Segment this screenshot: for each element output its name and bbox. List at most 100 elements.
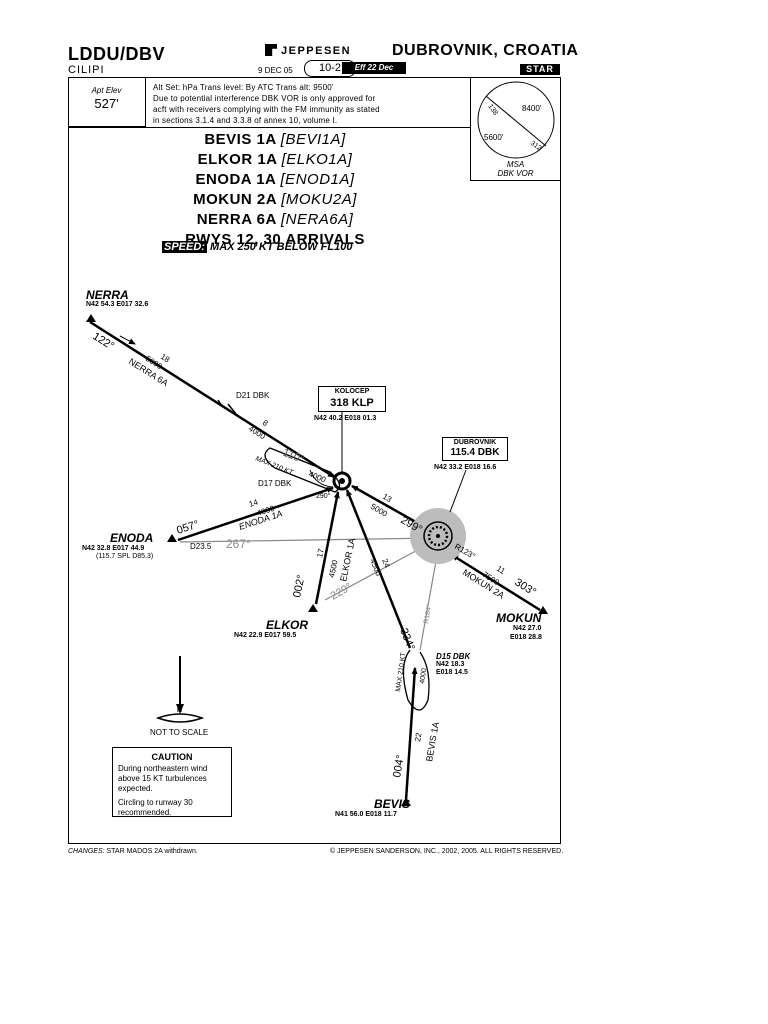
- fix-coord-elkor: N42 22.9 E017 59.5: [234, 632, 297, 639]
- not-to-scale-label: NOT TO SCALE: [150, 728, 209, 737]
- klp-navaid-box: KOLOCEP 318 KLP: [318, 386, 386, 412]
- enoda-fix-icon: [167, 534, 177, 542]
- north-label: N: [177, 707, 182, 714]
- bevis-fix-icon: [401, 798, 411, 806]
- notes-line: Alt Set: hPa Trans level: By ATC Trans a…: [153, 83, 334, 92]
- elkor-bearing-label: 002°: [291, 574, 307, 599]
- changes-text: STAR MADOS 2A withdrawn.: [104, 848, 198, 855]
- caution-line: above 15 KT turbulences: [118, 774, 207, 783]
- bevis-distance-label: 22: [413, 731, 424, 742]
- msa-circle: 138 312 8400' 5600': [477, 81, 555, 159]
- bevis-leg-distance-label: 24: [380, 557, 392, 569]
- fix-name-nerra: NERRA: [86, 288, 129, 302]
- speed-text: MAX 250 KT BELOW FL100: [206, 241, 353, 253]
- fix-coord-mokun-lat: N42 27.0: [513, 625, 542, 632]
- radial-267: [179, 537, 437, 543]
- route-elkor: [314, 491, 340, 605]
- notes-line: in sections 3.1.4 and 3.3.8 of annex 10,…: [153, 116, 338, 125]
- fix-triangles: [86, 314, 548, 806]
- arrival-title: BEVIS 1A [BEVI1A]: [204, 131, 346, 148]
- msa-label: MSA DBK VOR: [470, 160, 561, 178]
- bevis-bearing-label: 004°: [391, 754, 407, 779]
- d15-coord-lon: E018 14.5: [436, 669, 468, 676]
- fix-name-enoda: ENODA: [110, 531, 154, 545]
- hold-inbound-label: 110°: [281, 447, 306, 466]
- chart-frame: [68, 77, 561, 844]
- changes-label: CHANGES:: [68, 848, 105, 855]
- brand-name: JEPPESEN: [281, 45, 352, 57]
- radial-267-label: 267°: [226, 537, 251, 551]
- nerra-arrow: [119, 335, 136, 345]
- d17-hold-arc: [309, 469, 334, 488]
- bevis-route-name: BEVIS 1A: [424, 721, 441, 762]
- elevation-box: Apt Elev 527': [68, 77, 146, 127]
- elevation-label: Apt Elev: [91, 86, 122, 95]
- d15-holding-pattern: [402, 649, 430, 711]
- radial-184-label: R184°: [422, 604, 433, 625]
- msa-label-bottom: DBK VOR: [497, 169, 534, 178]
- route-d15-klp: [345, 489, 412, 649]
- msa-alt-high: 8400': [522, 104, 542, 113]
- klp-coord: N42 40.2 E018 01.3: [314, 415, 377, 422]
- copyright: © JEPPESEN SANDERSON, INC., 2002, 2005. …: [330, 848, 564, 855]
- runways-title: RWYS 12, 30 ARRIVALS: [185, 231, 365, 248]
- radial-229-label: 229°: [329, 581, 355, 603]
- fix-name-mokun: MOKUN: [496, 611, 542, 625]
- dbk-vor-icon: [410, 508, 466, 564]
- msa-sector-line: [485, 95, 547, 147]
- d15-speed-label: MAX 210 KT: [395, 651, 408, 692]
- fix-name-bevis: BEVIS: [374, 797, 411, 811]
- dbk-frequency: 115.4 DBK: [450, 447, 500, 458]
- mokun-distance-label: 11: [495, 564, 507, 576]
- fix-coord-enoda: N42 32.8 E017 44.9: [82, 545, 145, 552]
- arrival-title: ENODA 1A [ENOD1A]: [195, 171, 355, 188]
- notes-line: Due to potential interference DBK VOR is…: [153, 94, 376, 103]
- elevation-value: 527': [94, 96, 119, 111]
- elkor-fix-icon: [308, 604, 318, 612]
- nerra-bearing-label: 122°: [90, 330, 116, 352]
- msa-label-top: MSA: [506, 160, 525, 169]
- caution-line: recommended.: [118, 808, 172, 817]
- speed-tag: SPEED:: [162, 241, 207, 253]
- d21-tick: [227, 403, 237, 415]
- enoda-distance-label: 14: [248, 497, 260, 508]
- fix-name-elkor: ELKOR: [266, 618, 308, 632]
- fix-extra-enoda: (115.7 SPL D85.3): [96, 553, 154, 560]
- notes-divider: [68, 127, 471, 128]
- arrival-title: ELKOR 1A [ELKO1A]: [197, 151, 353, 168]
- caution-box: CAUTION During northeastern wind above 1…: [112, 747, 232, 817]
- d23-label: D23.5: [190, 542, 212, 551]
- chart-type-badge: STAR: [520, 64, 560, 75]
- caution-line: During northeastern wind: [118, 764, 208, 773]
- route-nerra: [89, 320, 335, 479]
- caution-title: CAUTION: [151, 752, 193, 762]
- arrival-title: NERRA 6A [NERA6A]: [196, 211, 354, 228]
- d21-label: D21 DBK: [236, 391, 270, 400]
- fix-coord-bevis: N41 56.0 E018 11.7: [335, 811, 397, 818]
- d15-coord-lat: N42 18.3: [436, 661, 465, 668]
- radial-184: [419, 549, 439, 651]
- hold-outbound-label: 290°: [316, 492, 331, 500]
- arrival-titles: BEVIS 1A [BEVI1A] ELKOR 1A [ELKO1A] ENOD…: [150, 130, 400, 250]
- elkor-altitude-label: 4500: [327, 559, 340, 579]
- caution-line: Circling to runway 30: [118, 798, 193, 807]
- jeppesen-logo: JEPPESEN: [265, 44, 351, 57]
- d17-label: D17 DBK: [258, 479, 292, 488]
- dbk-name: DUBROVNIK: [453, 439, 497, 446]
- d21-tick: [217, 399, 223, 407]
- arrival-title: MOKUN 2A [MOKU2A]: [193, 191, 357, 208]
- chart-date: 9 DEC 05: [258, 66, 293, 75]
- fix-coord-mokun-lon: E018 28.8: [510, 634, 542, 641]
- fix-coord-nerra: N42 54.3 E017 32.6: [86, 301, 149, 308]
- effective-date: Eff 22 Dec: [342, 62, 406, 74]
- city-name: DUBROVNIK, CROATIA: [392, 42, 579, 59]
- dbk-navaid-box: DUBROVNIK 115.4 DBK: [442, 437, 508, 461]
- d21-distance-label: 8: [261, 418, 270, 428]
- chart-notes: Alt Set: hPa Trans level: By ATC Trans a…: [153, 82, 468, 126]
- d15-altitude-label: 4000: [419, 668, 428, 685]
- mokun-fix-icon: [538, 606, 548, 614]
- msa-box: [470, 77, 561, 181]
- notes-line: acft with receivers complying with the F…: [153, 105, 380, 114]
- dbk-callout-line: [449, 469, 467, 513]
